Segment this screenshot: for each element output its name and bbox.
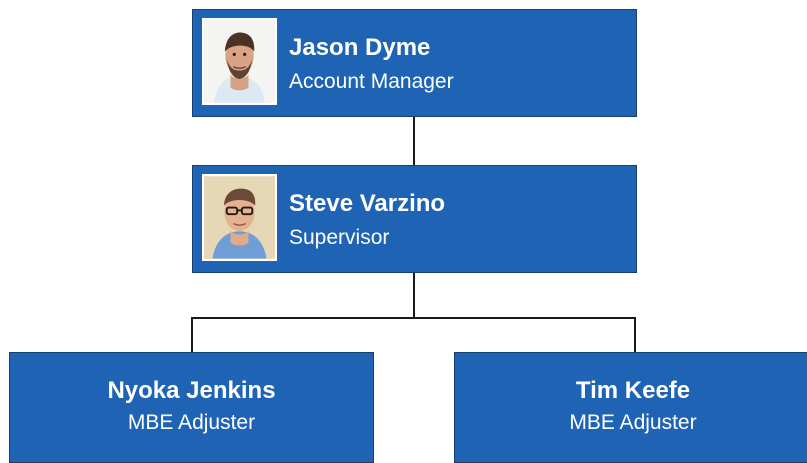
connector-branch-right xyxy=(634,317,636,353)
top-node-role: Account Manager xyxy=(289,70,454,93)
org-node-report-2: Tim Keefe MBE Adjuster xyxy=(454,352,807,463)
middle-node-role: Supervisor xyxy=(289,226,390,249)
org-node-report-1: Nyoka Jenkins MBE Adjuster xyxy=(9,352,374,463)
report-1-role: MBE Adjuster xyxy=(127,411,256,434)
top-portrait-photo xyxy=(202,18,277,105)
middle-node-name: Steve Varzino xyxy=(289,190,446,217)
middle-portrait-image xyxy=(204,176,275,259)
middle-portrait-photo xyxy=(202,174,277,261)
connector-top-to-middle xyxy=(413,116,415,165)
connector-middle-to-branch xyxy=(413,272,415,318)
top-portrait-image xyxy=(204,20,275,103)
report-2-name: Tim Keefe xyxy=(575,377,691,404)
connector-branch-left xyxy=(191,317,193,353)
connector-branch-horizontal xyxy=(191,317,636,319)
report-1-name: Nyoka Jenkins xyxy=(107,377,276,404)
report-2-role: MBE Adjuster xyxy=(569,411,697,434)
org-node-middle: Steve Varzino Supervisor xyxy=(192,165,637,273)
org-node-top: Jason Dyme Account Manager xyxy=(192,9,637,117)
top-node-name: Jason Dyme xyxy=(289,34,431,61)
